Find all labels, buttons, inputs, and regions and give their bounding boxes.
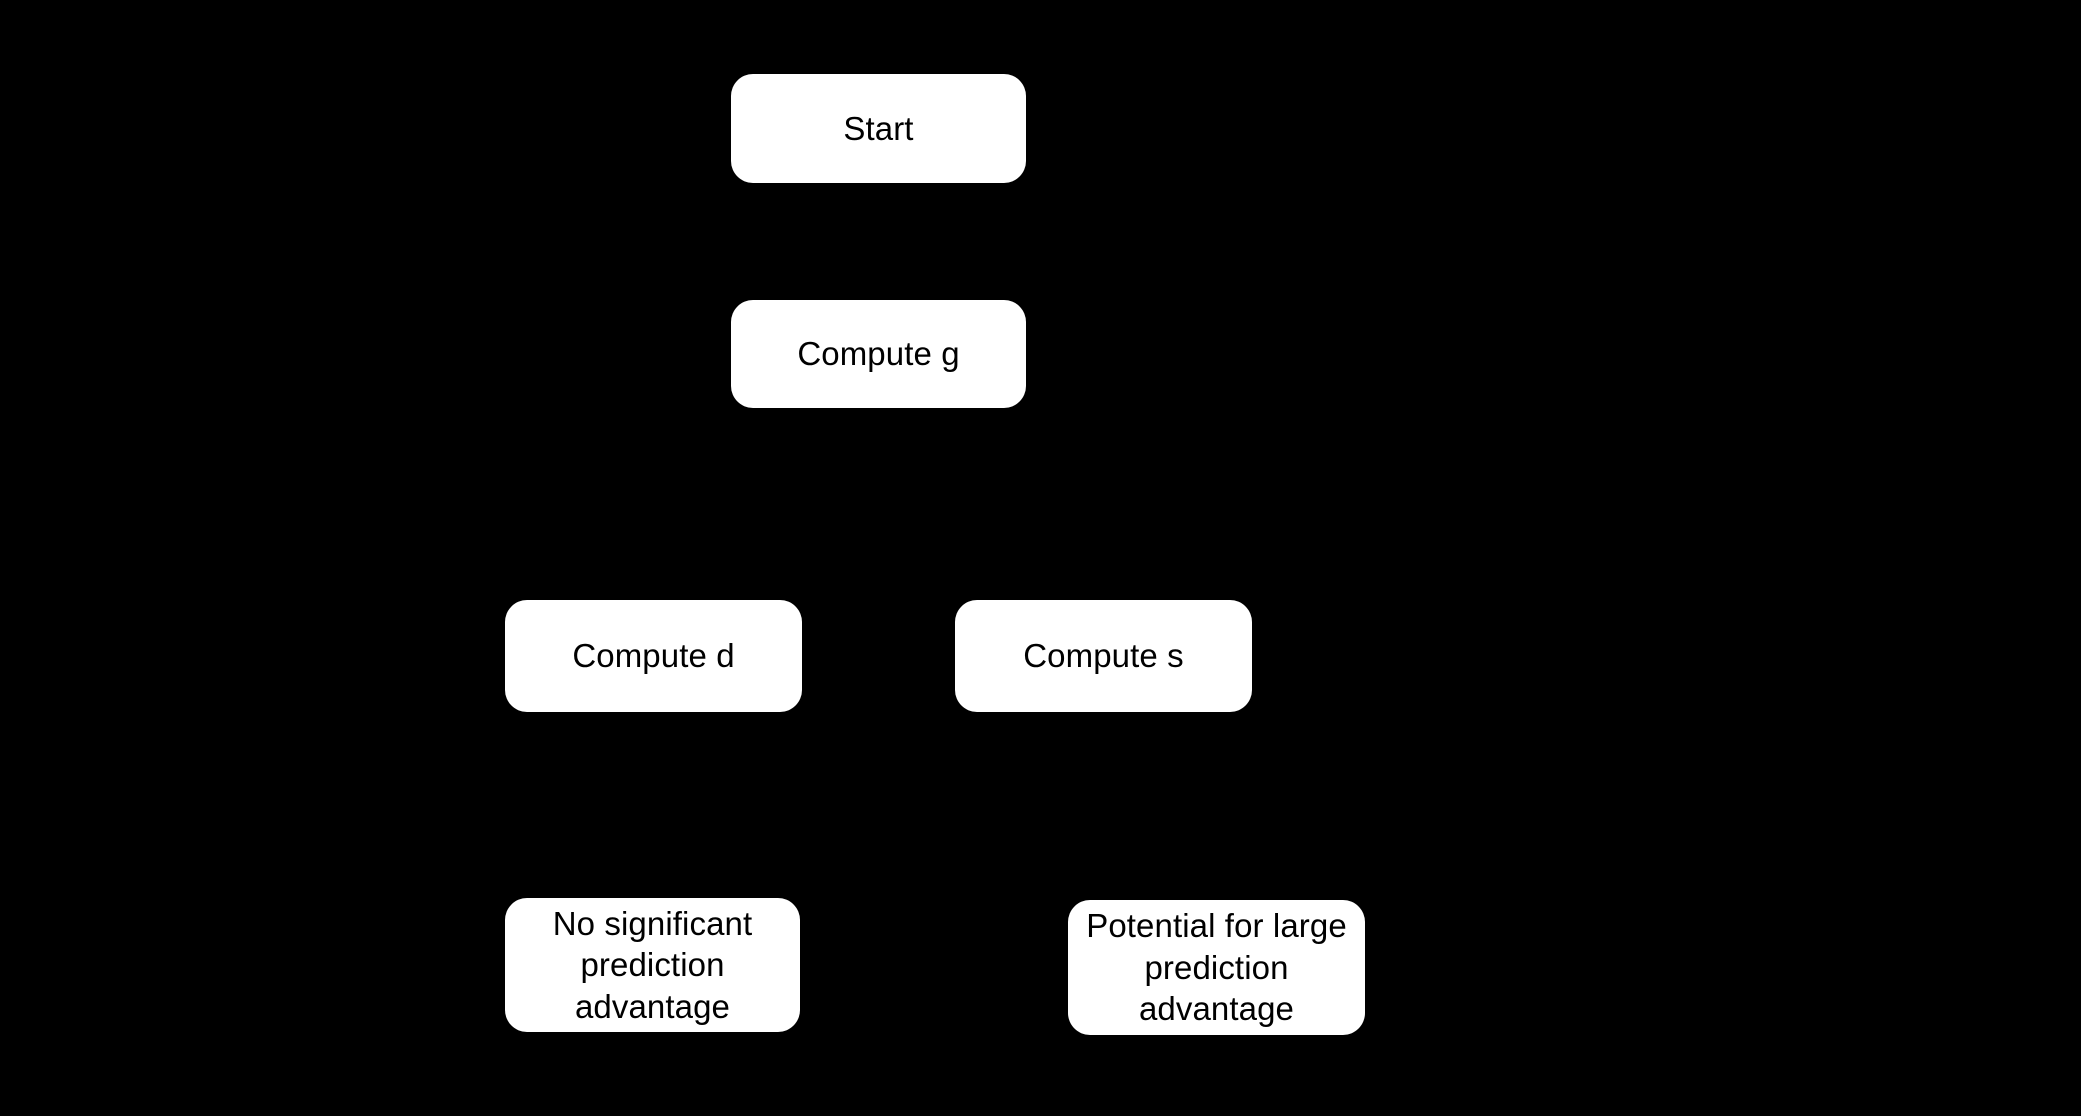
node-compute-g[interactable]: Compute g <box>731 300 1026 408</box>
edge-compute-s-to-large-advantage <box>1101 712 1230 904</box>
node-compute-s-label: Compute s <box>1023 637 1184 675</box>
edge-compute-g-to-compute-s <box>876 408 1117 604</box>
node-no-significant-prediction-advantage[interactable]: No significant prediction advantage <box>505 898 800 1032</box>
node-start[interactable]: Start <box>731 74 1026 183</box>
node-potential-for-large-prediction-advantage[interactable]: Potential for large prediction advantage <box>1068 900 1365 1035</box>
edge-compute-g-to-compute-d <box>639 408 880 604</box>
node-compute-d-label: Compute d <box>572 637 735 675</box>
node-no-advantage-label: No significant prediction advantage <box>552 904 753 1025</box>
node-compute-d[interactable]: Compute d <box>505 600 802 712</box>
node-compute-s[interactable]: Compute s <box>955 600 1252 712</box>
node-start-label: Start <box>843 109 914 147</box>
node-large-advantage-label: Potential for large prediction advantage <box>1086 907 1347 1028</box>
node-compute-g-label: Compute g <box>797 335 960 373</box>
